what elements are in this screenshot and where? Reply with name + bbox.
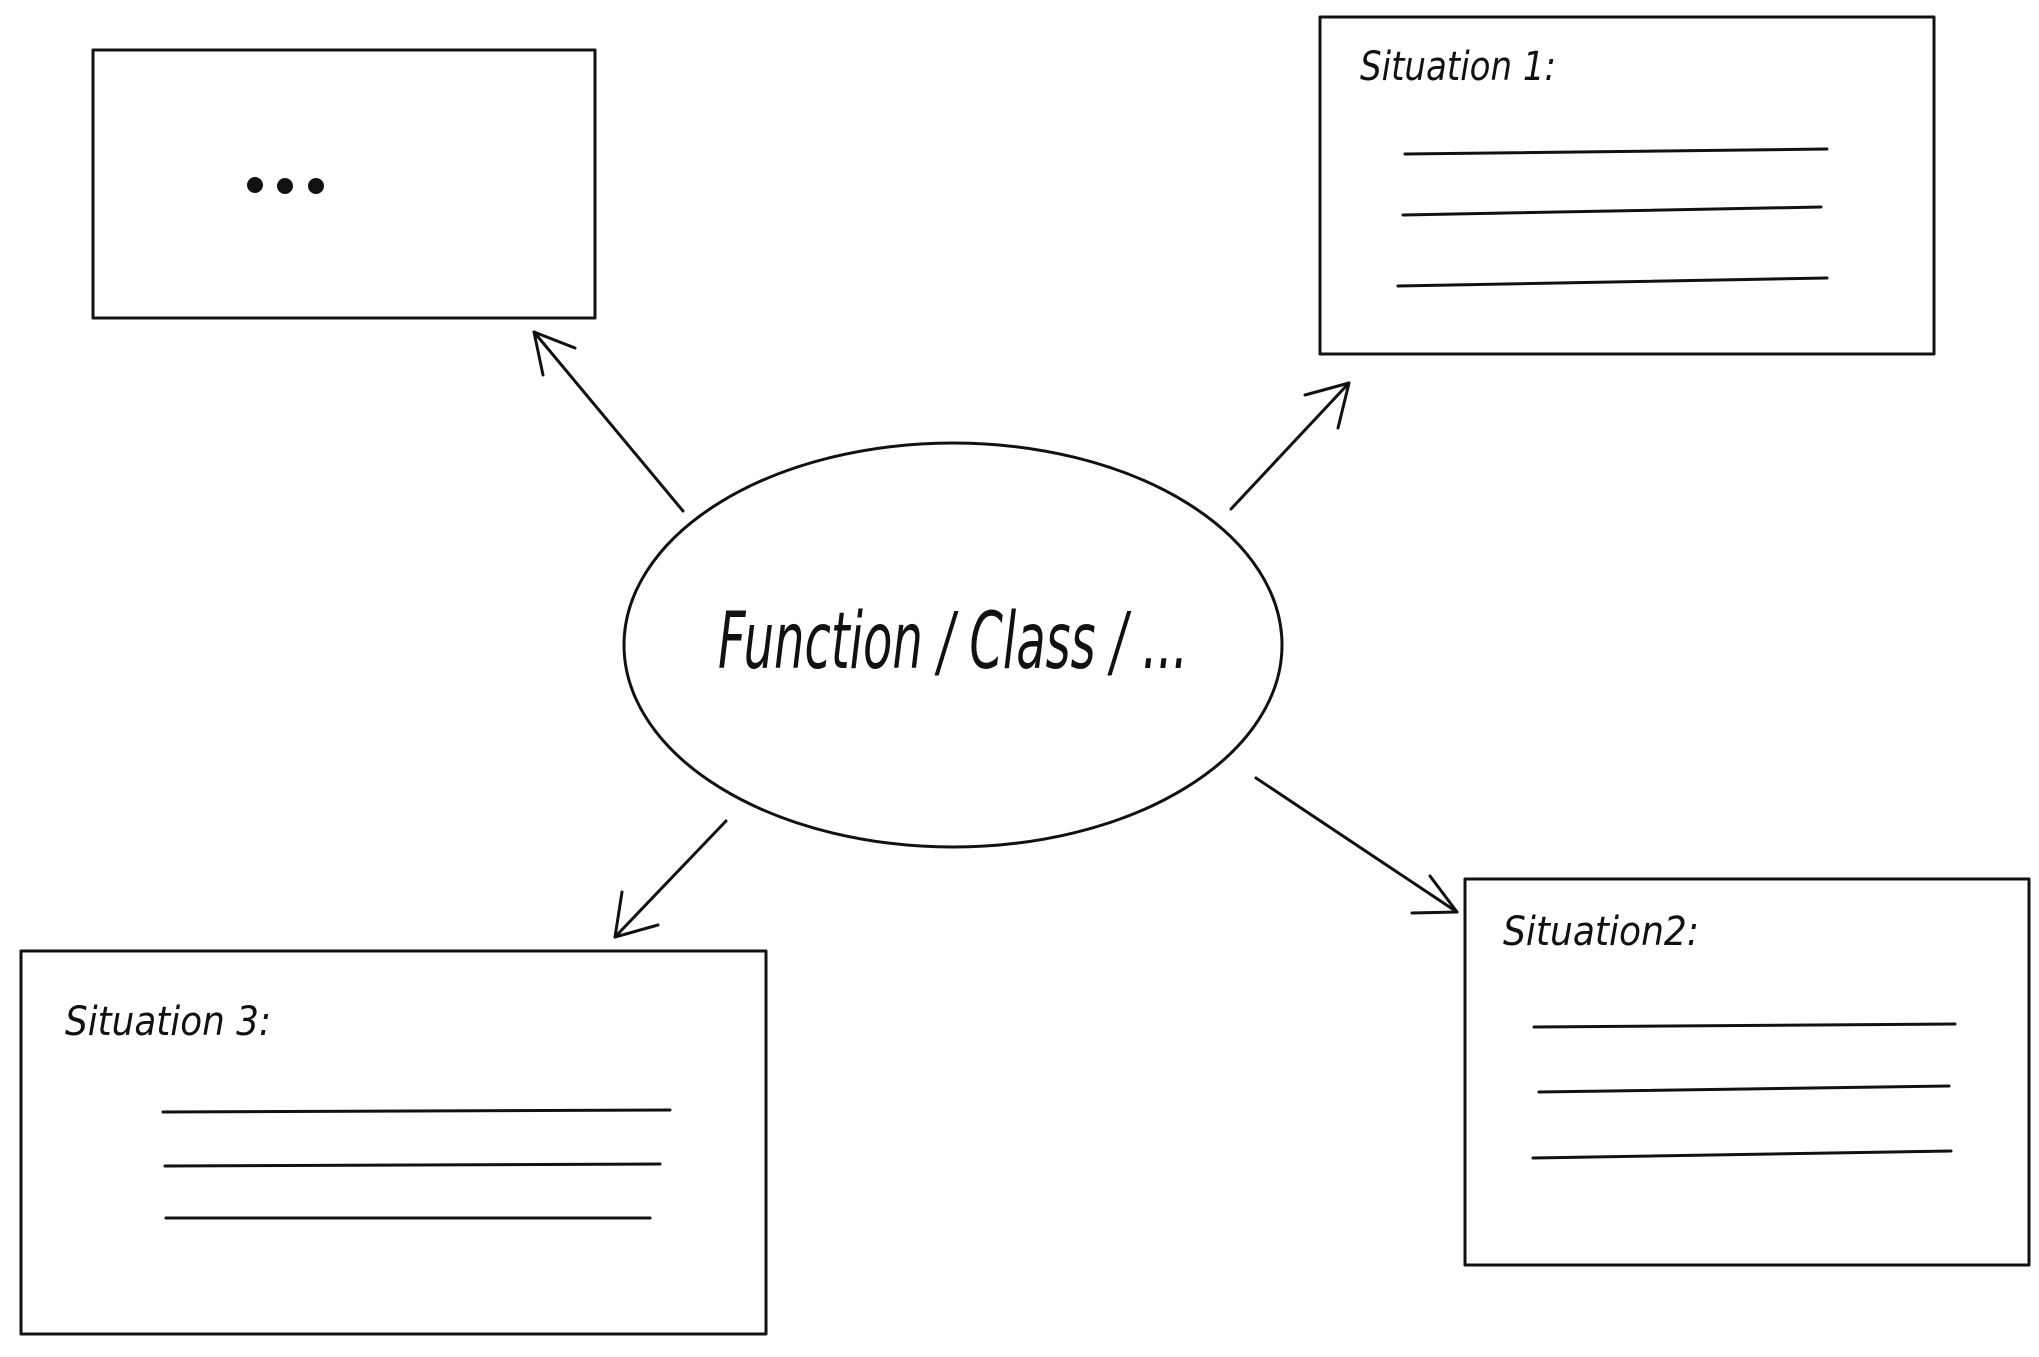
- box-situation-3-frame: [19, 949, 768, 1336]
- box-situation-2-lines: [1531, 1022, 1957, 1160]
- center-ellipse: [622, 441, 1284, 849]
- box-top-left-frame: [91, 48, 597, 320]
- arrow-to-situation-2: [1254, 776, 1459, 915]
- box-situation-1-title: Situation 1:: [1360, 44, 1556, 90]
- center-label: Function / Class / ...: [718, 597, 1188, 687]
- box-situation-2-title: Situation2:: [1503, 909, 1699, 955]
- box-situation-2: Situation2:: [1463, 877, 2031, 1267]
- arrow-to-top-left: [532, 330, 685, 513]
- box-top-left: [91, 48, 597, 320]
- center-node: Function / Class / ...: [622, 441, 1284, 849]
- arrow-to-situation-3: [613, 819, 728, 939]
- ellipsis-placeholder: [247, 177, 324, 194]
- box-situation-1-lines: [1396, 147, 1829, 288]
- box-situation-1: Situation 1:: [1318, 15, 1936, 356]
- box-situation-3: Situation 3:: [19, 949, 768, 1336]
- box-situation-3-title: Situation 3:: [65, 999, 271, 1045]
- box-situation-2-frame: [1463, 877, 2031, 1267]
- arrow-to-situation-1: [1229, 381, 1351, 511]
- box-situation-3-lines: [161, 1108, 672, 1220]
- box-situation-1-frame: [1318, 15, 1936, 356]
